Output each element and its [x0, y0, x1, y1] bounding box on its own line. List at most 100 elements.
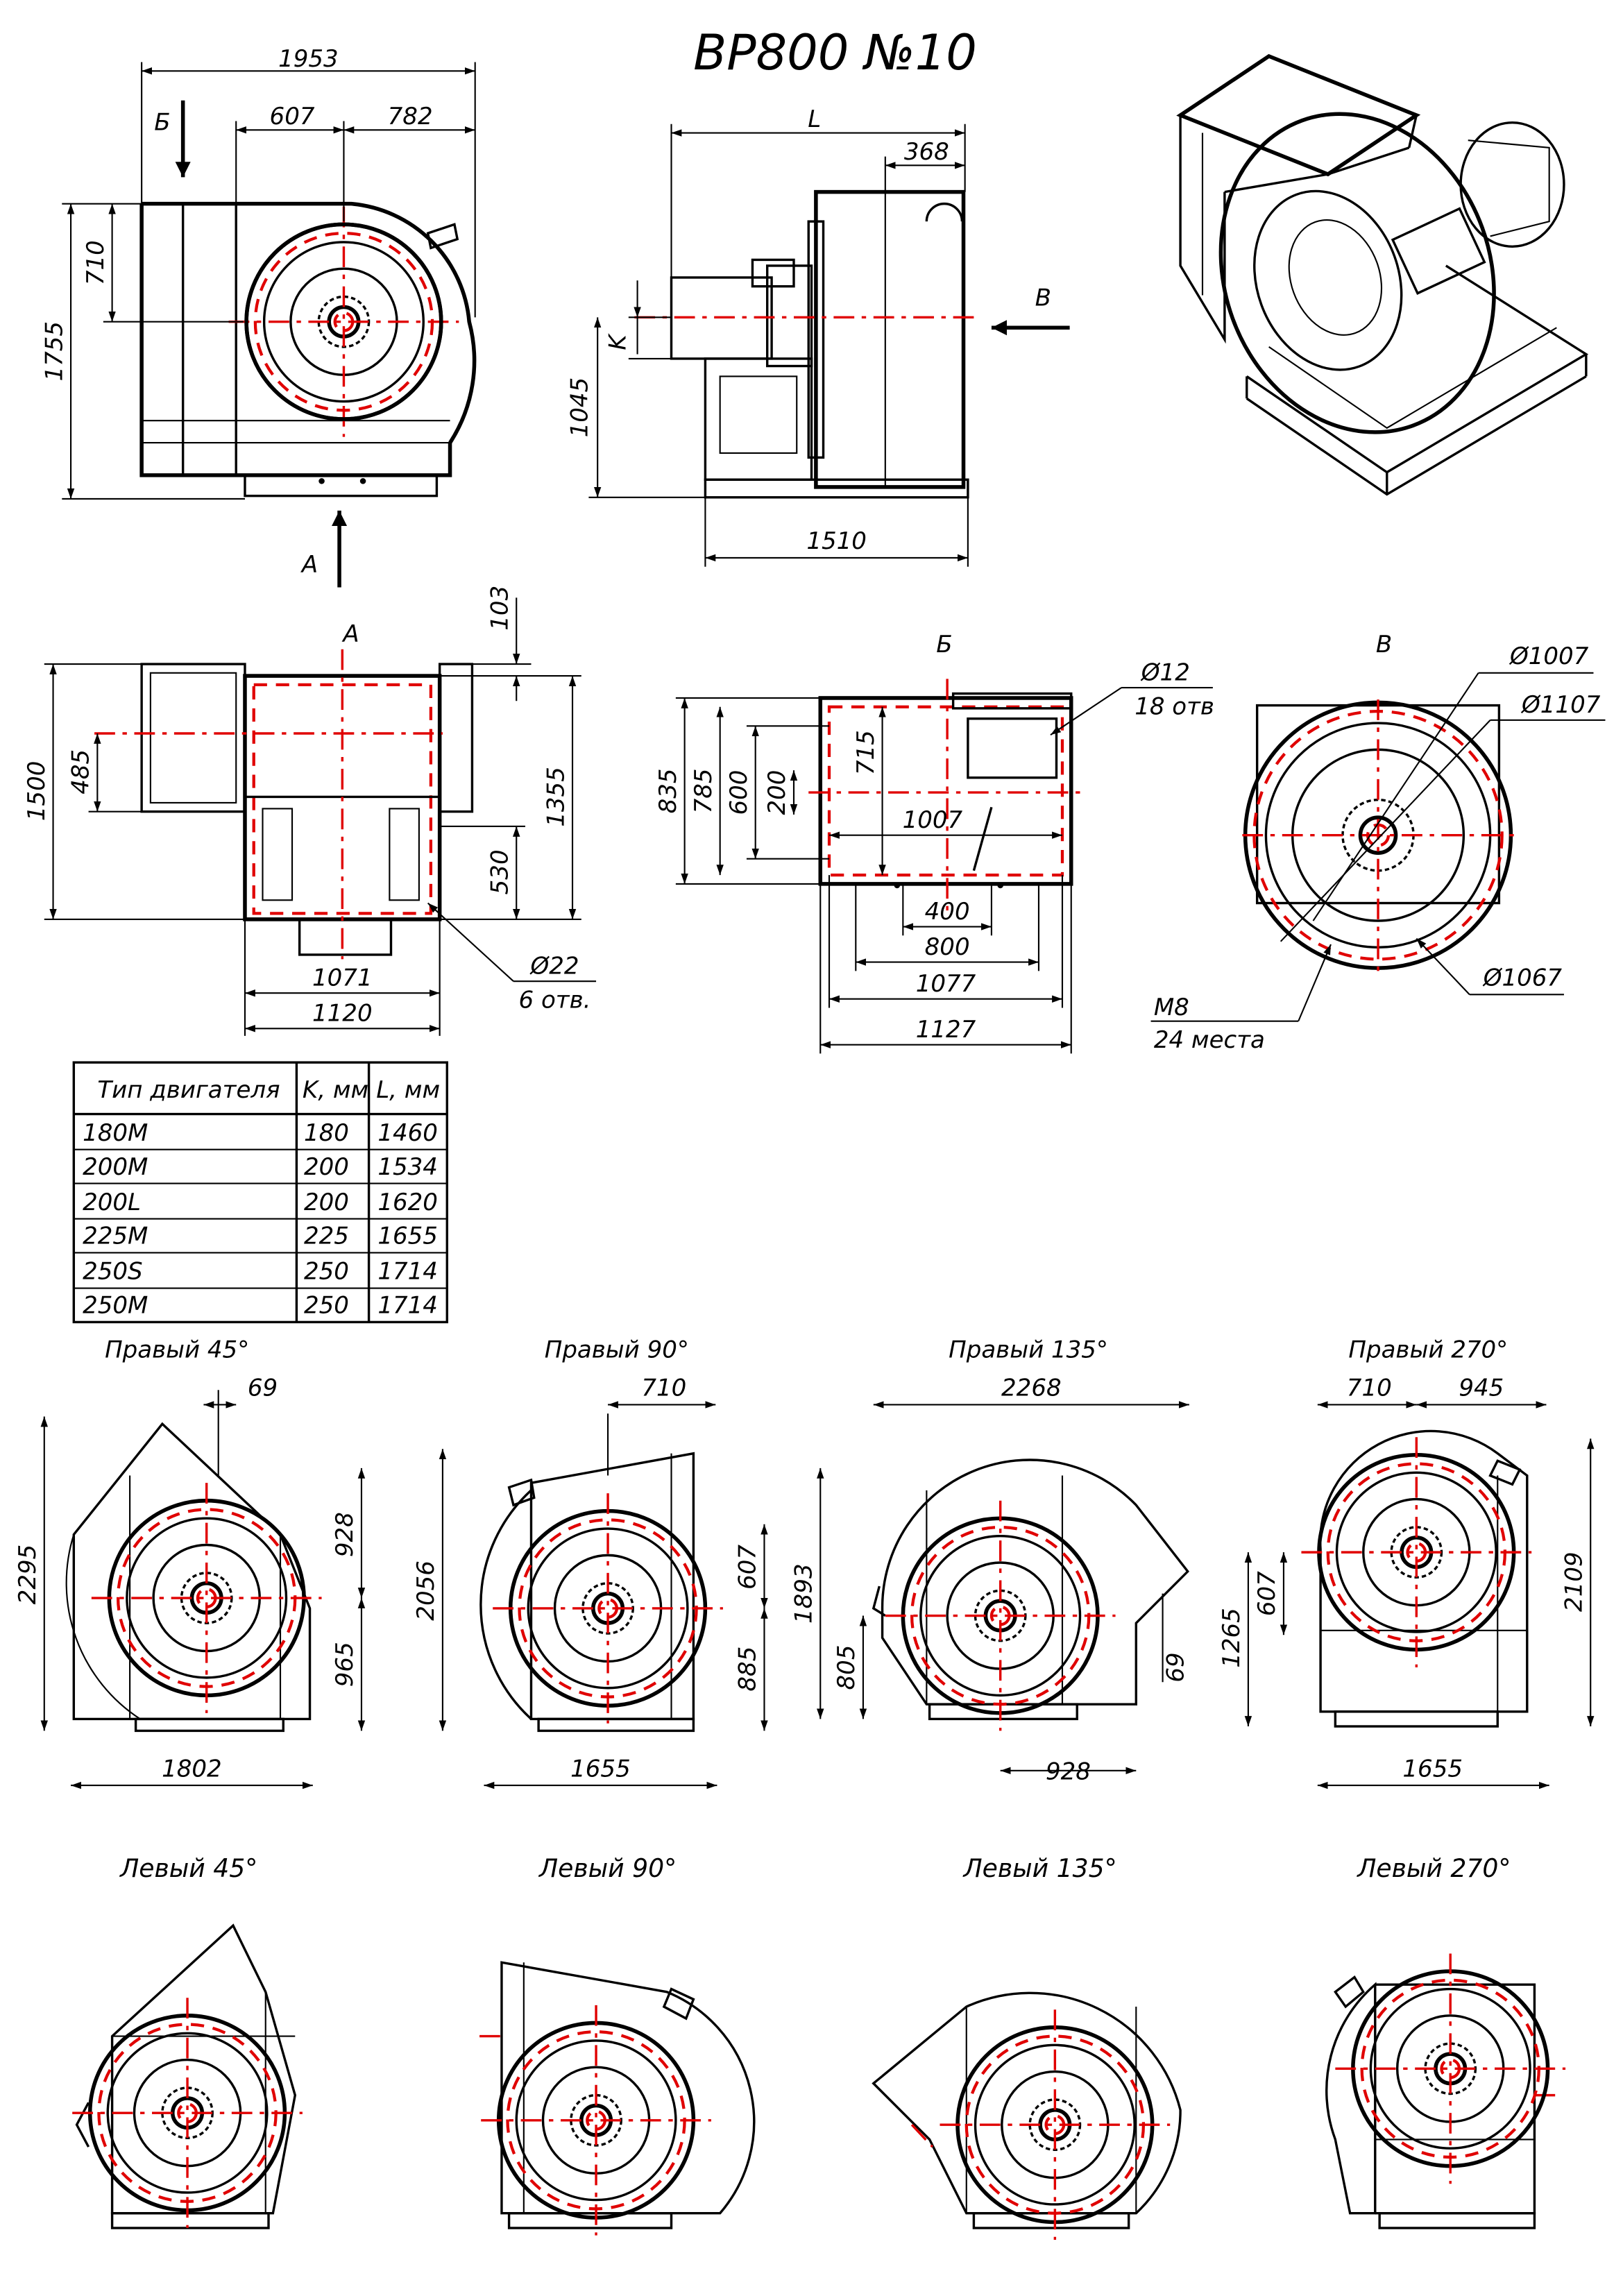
- dim: 2109: [1560, 1551, 1588, 1612]
- table-cell: 250: [304, 1292, 349, 1320]
- dim-782: 782: [388, 103, 433, 130]
- view-v-letter: В: [1376, 631, 1392, 658]
- variant-label: Правый 135°: [949, 1336, 1108, 1363]
- hole-dia-22: Ø22: [529, 953, 579, 980]
- dim: 965: [331, 1642, 359, 1687]
- dim: 1655: [570, 1755, 631, 1783]
- view-letter-a: А: [300, 551, 318, 579]
- dim-400: 400: [925, 898, 970, 926]
- dim: 1802: [162, 1755, 222, 1783]
- dim-103: 103: [486, 586, 513, 631]
- table-cell: 250S: [83, 1258, 143, 1286]
- variant-right-135: Правый 135° 2268 1893 805 69 928: [790, 1336, 1190, 1785]
- dim-1120: 1120: [312, 1000, 373, 1028]
- table-cell: 250: [304, 1258, 349, 1286]
- table-cell: 180M: [83, 1119, 148, 1147]
- dim: 1655: [1402, 1755, 1463, 1783]
- variant-right-270: Правый 270° 710 945 2109 607 1265 1655: [1218, 1336, 1595, 1789]
- dim: 2268: [1001, 1375, 1062, 1402]
- table-cell: 1655: [377, 1223, 438, 1250]
- variant-left-90: Левый 90°: [479, 1853, 756, 2236]
- dim-368: 368: [904, 138, 949, 166]
- dim-485: 485: [67, 749, 95, 794]
- dim: 69: [1162, 1652, 1189, 1682]
- dim: 885: [734, 1647, 762, 1692]
- dia-1107: Ø1107: [1520, 691, 1601, 719]
- view-letter-v: В: [1035, 284, 1051, 312]
- variant-label: Левый 270°: [1356, 1853, 1511, 1883]
- view-letter-b: Б: [154, 108, 170, 136]
- hole-count-6: 6 отв.: [519, 986, 591, 1014]
- table-cell: 225M: [83, 1223, 148, 1250]
- dim-785: 785: [690, 768, 717, 813]
- dim-1755: 1755: [40, 321, 68, 382]
- motor-table: Тип двигателя K, мм L, мм 180M 180 1460 …: [72, 1061, 448, 1324]
- dim-1077: 1077: [916, 970, 976, 998]
- dim-1355: 1355: [542, 767, 570, 827]
- dim: 607: [1253, 1571, 1281, 1616]
- front-view: 1953 607 782 710 1755 Б А: [40, 45, 477, 588]
- dim-710: 710: [82, 240, 110, 285]
- view-v: В Ø1007 Ø1107 Ø1067 M8 24 места: [1150, 631, 1606, 1054]
- dim-1953: 1953: [278, 45, 339, 73]
- table-header-k: K, мм: [303, 1076, 368, 1104]
- variant-right-90: Правый 90° 710 2056 607 885 1655: [412, 1336, 768, 1789]
- dim-L: L: [808, 105, 821, 133]
- table-cell: 1534: [377, 1153, 438, 1181]
- variant-label: Правый 270°: [1348, 1336, 1508, 1363]
- dim: 1893: [790, 1563, 818, 1624]
- variant-label: Левый 90°: [538, 1853, 677, 1883]
- dim-715: 715: [852, 730, 880, 775]
- dim-1045: 1045: [566, 377, 593, 438]
- side-view: L 368 K 1045 1510 В: [566, 105, 1070, 567]
- table-cell: 200: [304, 1153, 349, 1181]
- table-header-type: Тип двигателя: [97, 1076, 280, 1104]
- dim: 1265: [1218, 1608, 1246, 1668]
- dim: 928: [331, 1512, 359, 1557]
- dim: 69: [248, 1375, 278, 1402]
- isometric-view: [1176, 53, 1589, 496]
- variant-left-270: Левый 270°: [1325, 1853, 1565, 2229]
- variant-label: Левый 135°: [962, 1853, 1116, 1883]
- dim: 805: [833, 1645, 860, 1690]
- variant-right-45: Правый 45° 69 2295 928 965 1802: [14, 1336, 366, 1789]
- table-cell: 1714: [377, 1258, 438, 1286]
- dim-1500: 1500: [23, 761, 51, 822]
- dim-835: 835: [654, 768, 682, 813]
- table-cell: 200L: [83, 1189, 141, 1216]
- view-b: Б 835 785 600 715 200 1007 400 800: [654, 631, 1214, 1054]
- dia-1007: Ø1007: [1509, 643, 1589, 670]
- dim: 2056: [412, 1561, 440, 1621]
- dim-800: 800: [925, 933, 970, 961]
- variant-left-135: Левый 135°: [872, 1853, 1182, 2240]
- table-header-l: L, мм: [376, 1076, 440, 1104]
- view-b-letter: Б: [936, 631, 952, 658]
- table-cell: 200M: [83, 1153, 148, 1181]
- dim-607: 607: [270, 103, 315, 130]
- dim-600: 600: [725, 770, 753, 815]
- table-cell: 200: [304, 1189, 349, 1216]
- variant-label: Правый 45°: [105, 1336, 249, 1363]
- dim: 710: [1347, 1375, 1392, 1402]
- hole-count-18: 18 отв: [1135, 692, 1214, 720]
- table-cell: 1620: [377, 1189, 438, 1216]
- dim-K: K: [604, 333, 632, 350]
- variant-label: Левый 45°: [119, 1853, 257, 1883]
- dim-200: 200: [763, 770, 791, 815]
- dim: 710: [641, 1375, 686, 1402]
- dim-1007: 1007: [903, 806, 963, 834]
- variant-left-45: Левый 45°: [72, 1853, 303, 2228]
- drawing-title: ВР800 №10: [693, 24, 977, 81]
- variant-label: Правый 90°: [545, 1336, 689, 1363]
- dia-1067: Ø1067: [1482, 964, 1563, 992]
- table-cell: 180: [304, 1119, 349, 1147]
- table-cell: 1460: [377, 1119, 438, 1147]
- dim: 945: [1459, 1375, 1504, 1402]
- bolt-count-24: 24 места: [1154, 1026, 1265, 1054]
- dim: 928: [1046, 1758, 1091, 1786]
- bolt-m8: M8: [1154, 994, 1189, 1021]
- view-a: А 103 1500 485 1355 530 1071: [23, 586, 597, 1036]
- table-cell: 1714: [377, 1292, 438, 1320]
- dim-1510: 1510: [806, 527, 867, 555]
